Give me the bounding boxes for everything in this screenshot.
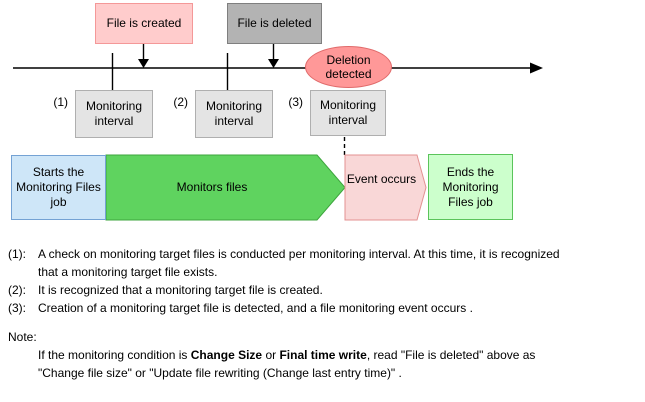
file-created-box: File is created xyxy=(95,3,193,44)
interval-label-3: Monitoring interval xyxy=(319,98,377,127)
deletion-detected-label: Deletion detected xyxy=(325,53,372,81)
interval-box-3: Monitoring interval xyxy=(310,90,386,136)
start-job-box: Starts the Monitoring Files job xyxy=(11,155,106,220)
interval-marker-1: (1) xyxy=(53,95,68,109)
footnote-2-marker: (2): xyxy=(8,283,26,297)
footnote-1-marker: (1): xyxy=(8,247,26,261)
created-arrowhead-icon xyxy=(138,59,149,68)
footnote-3-text: Creation of a monitoring target file is … xyxy=(38,301,473,315)
file-deleted-box: File is deleted xyxy=(227,3,322,44)
footnote-2-text: It is recognized that a monitoring targe… xyxy=(38,283,323,297)
file-created-label: File is created xyxy=(106,16,182,30)
interval-box-1: Monitoring interval xyxy=(75,90,153,138)
interval-marker-3: (3) xyxy=(288,95,303,109)
deletion-detected-ellipse: Deletion detected xyxy=(305,46,392,88)
interval-label-1: Monitoring interval xyxy=(85,99,143,128)
footnotes: (1): A check on monitoring target files … xyxy=(8,245,642,382)
file-deleted-label: File is deleted xyxy=(237,16,312,30)
footnote-1-text: A check on monitoring target files is co… xyxy=(38,247,560,279)
footnote-3-marker: (3): xyxy=(8,301,26,315)
start-job-label: Starts the Monitoring Files job xyxy=(16,165,101,209)
event-occurs-label: Event occurs xyxy=(346,172,417,186)
end-job-label: Ends the Monitoring Files job xyxy=(442,164,499,209)
footnote-1: (1): A check on monitoring target files … xyxy=(8,245,642,281)
deleted-arrowhead-icon xyxy=(268,59,279,68)
interval-label-2: Monitoring interval xyxy=(205,99,263,128)
note-label: Note: xyxy=(8,330,37,344)
event-occurs-arrow-shape xyxy=(344,154,427,221)
end-job-box: Ends the Monitoring Files job xyxy=(428,154,513,220)
interval-marker-2: (2) xyxy=(173,95,188,109)
footnote-3: (3): Creation of a monitoring target fil… xyxy=(8,299,642,317)
note-body: If the monitoring condition is Change Si… xyxy=(38,348,536,380)
monitors-files-label: Monitors files xyxy=(176,180,248,194)
monitors-files-arrow-shape xyxy=(105,154,346,221)
interval-box-2: Monitoring interval xyxy=(195,90,273,138)
footnote-2: (2): It is recognized that a monitoring … xyxy=(8,281,642,299)
timeline-arrowhead-icon xyxy=(530,62,543,74)
